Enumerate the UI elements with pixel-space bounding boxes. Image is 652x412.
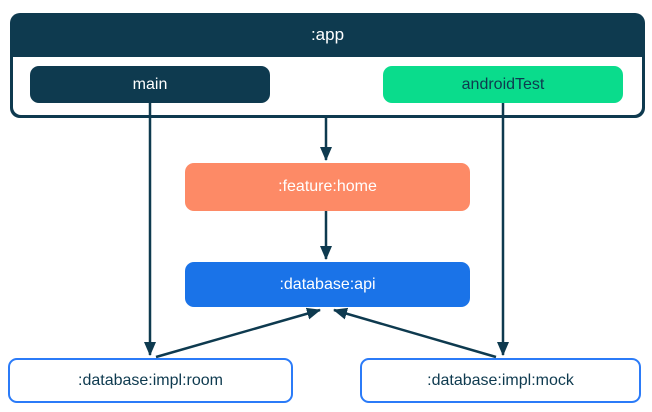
edge-database-impl-room-to-database-api xyxy=(155,307,321,359)
node-database-impl-room: :database:impl:room xyxy=(8,358,293,403)
node-feature-home: :feature:home xyxy=(185,163,470,211)
node-app-label: :app xyxy=(310,25,345,44)
node-database-api: :database:api xyxy=(185,262,470,307)
edge-database-impl-mock-to-database-api xyxy=(333,307,497,359)
app-source-sets: main androidTest xyxy=(13,57,642,115)
node-app-container: :app main androidTest xyxy=(10,13,645,118)
node-main: main xyxy=(30,66,270,103)
node-database-impl-mock: :database:impl:mock xyxy=(360,358,641,403)
node-android-test: androidTest xyxy=(383,66,623,103)
